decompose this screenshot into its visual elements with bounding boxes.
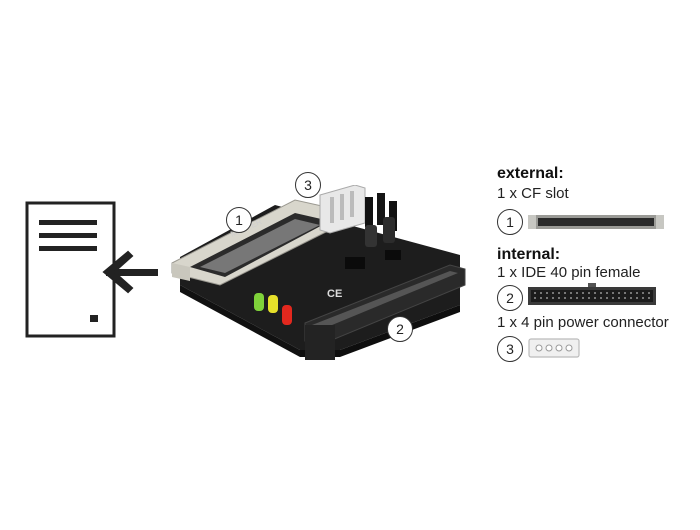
callout-1: 1 (226, 207, 252, 233)
legend-callout-3: 3 (497, 336, 523, 362)
cf-slot-icon (528, 215, 664, 229)
ide-connector-icon (528, 283, 656, 305)
arrow-left-icon (102, 250, 158, 294)
cf-slot-label: 1 x CF slot (497, 185, 569, 202)
ide-label: 1 x IDE 40 pin female (497, 264, 641, 281)
power-label: 1 x 4 pin power connector (497, 314, 669, 331)
internal-heading: internal: (497, 246, 561, 263)
document-icon (25, 201, 158, 338)
external-heading: external: (497, 165, 564, 182)
cf-to-ide-adapter-board: MASTER CE (171, 185, 466, 360)
callout-2: 2 (387, 316, 413, 342)
power-connector-icon (528, 338, 580, 358)
callout-3: 3 (295, 172, 321, 198)
legend-callout-1: 1 (497, 209, 523, 235)
legend-callout-2: 2 (497, 285, 523, 311)
ce-mark: CE (327, 288, 342, 300)
